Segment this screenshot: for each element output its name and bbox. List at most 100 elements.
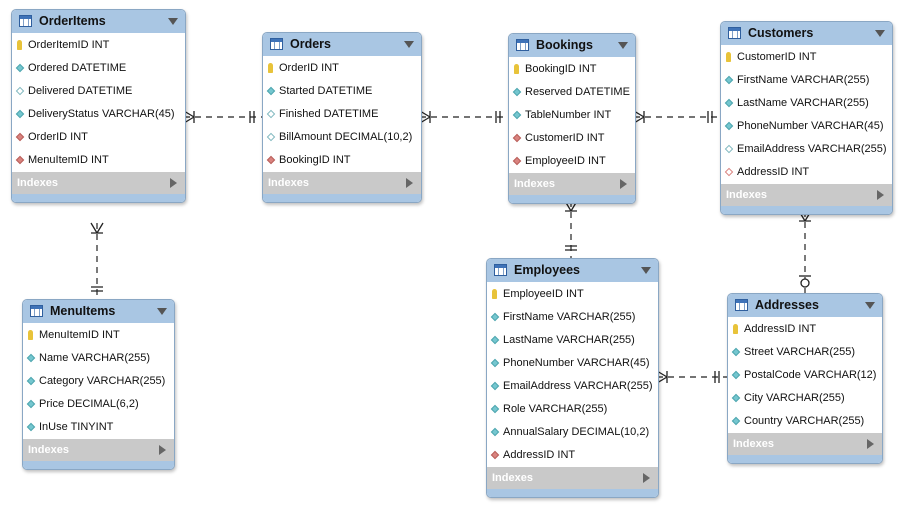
collapse-arrow-icon[interactable] [618, 42, 628, 49]
column-row[interactable]: PostalCode VARCHAR(12) [728, 364, 882, 387]
expand-arrow-icon[interactable] [406, 178, 413, 188]
collapse-arrow-icon[interactable] [641, 267, 651, 274]
column-row[interactable]: MenuItemID INT [23, 324, 174, 347]
indexes-section[interactable]: Indexes [721, 184, 892, 206]
table-icon [19, 15, 32, 27]
table-header[interactable]: Employees [487, 259, 658, 282]
column-row[interactable]: Reserved DATETIME [509, 81, 635, 104]
collapse-arrow-icon[interactable] [865, 302, 875, 309]
column-row[interactable]: Ordered DATETIME [12, 57, 185, 80]
column-row[interactable]: EmployeeID INT [487, 283, 658, 306]
column-row[interactable]: InUse TINYINT [23, 416, 174, 439]
column-row[interactable]: City VARCHAR(255) [728, 387, 882, 410]
indexes-section[interactable]: Indexes [12, 172, 185, 194]
column-label: TableNumber INT [525, 109, 612, 121]
column-row[interactable]: Country VARCHAR(255) [728, 410, 882, 433]
column-row[interactable]: Delivered DATETIME [12, 80, 185, 103]
column-row[interactable]: FirstName VARCHAR(255) [721, 69, 892, 92]
column-row[interactable]: PhoneNumber VARCHAR(45) [487, 352, 658, 375]
column-row[interactable]: FirstName VARCHAR(255) [487, 306, 658, 329]
indexes-label: Indexes [17, 177, 58, 189]
relationship-customers-addresses[interactable] [798, 210, 812, 293]
expand-arrow-icon[interactable] [170, 178, 177, 188]
column-label: EmailAddress VARCHAR(255) [503, 380, 653, 392]
column-row[interactable]: MenuItemID INT [12, 149, 185, 172]
indexes-section[interactable]: Indexes [509, 173, 635, 195]
expand-arrow-icon[interactable] [877, 190, 884, 200]
expand-arrow-icon[interactable] [867, 439, 874, 449]
table-header[interactable]: Addresses [728, 294, 882, 317]
column-row[interactable]: AddressID INT [487, 444, 658, 467]
column-row[interactable]: AnnualSalary DECIMAL(10,2) [487, 421, 658, 444]
column-row[interactable]: LastName VARCHAR(255) [721, 92, 892, 115]
column-row[interactable]: AddressID INT [721, 161, 892, 184]
column-row[interactable]: Finished DATETIME [263, 103, 421, 126]
expand-arrow-icon[interactable] [159, 445, 166, 455]
table-header[interactable]: Bookings [509, 34, 635, 57]
column-row[interactable]: PhoneNumber VARCHAR(45) [721, 115, 892, 138]
column-label: FirstName VARCHAR(255) [503, 311, 636, 323]
column-row[interactable]: Role VARCHAR(255) [487, 398, 658, 421]
relationship-bookings-customers[interactable] [633, 110, 720, 124]
column-label: LastName VARCHAR(255) [737, 97, 869, 109]
table-header[interactable]: MenuItems [23, 300, 174, 323]
indexes-label: Indexes [726, 189, 767, 201]
collapse-arrow-icon[interactable] [157, 308, 167, 315]
column-row[interactable]: CustomerID INT [509, 127, 635, 150]
collapse-arrow-icon[interactable] [875, 30, 885, 37]
column-label: AddressID INT [737, 166, 810, 178]
table-title: Orders [290, 37, 331, 51]
relationship-bookings-employees[interactable] [564, 200, 578, 258]
column-label: Delivered DATETIME [28, 85, 133, 97]
column-label: EmployeeID INT [525, 155, 606, 167]
column-label: OrderID INT [279, 62, 339, 74]
collapse-arrow-icon[interactable] [404, 41, 414, 48]
nullable-column-icon [266, 132, 276, 142]
column-row[interactable]: EmployeeID INT [509, 150, 635, 173]
column-row[interactable]: BillAmount DECIMAL(10,2) [263, 126, 421, 149]
expand-arrow-icon[interactable] [643, 473, 650, 483]
column-row[interactable]: Price DECIMAL(6,2) [23, 393, 174, 416]
table-header[interactable]: OrderItems [12, 10, 185, 33]
column-row[interactable]: TableNumber INT [509, 104, 635, 127]
column-row[interactable]: LastName VARCHAR(255) [487, 329, 658, 352]
relationship-orderitems-orders[interactable] [183, 110, 262, 124]
indexes-section[interactable]: Indexes [487, 467, 658, 489]
column-row[interactable]: EmailAddress VARCHAR(255) [721, 138, 892, 161]
column-row[interactable]: EmailAddress VARCHAR(255) [487, 375, 658, 398]
indexes-section[interactable]: Indexes [263, 172, 421, 194]
table-header[interactable]: Customers [721, 22, 892, 45]
foreign-key-icon [266, 155, 276, 165]
relationship-orderitems-menuitems[interactable] [90, 222, 104, 299]
relationship-employees-addresses[interactable] [656, 370, 727, 384]
indexes-section[interactable]: Indexes [23, 439, 174, 461]
table-header[interactable]: Orders [263, 33, 421, 56]
column-icon [15, 109, 25, 119]
column-row[interactable]: Name VARCHAR(255) [23, 347, 174, 370]
column-row[interactable]: CustomerID INT [721, 46, 892, 69]
relationship-orders-bookings[interactable] [419, 110, 508, 124]
expand-arrow-icon[interactable] [620, 179, 627, 189]
column-row[interactable]: OrderID INT [263, 57, 421, 80]
column-row[interactable]: OrderID INT [12, 126, 185, 149]
collapse-arrow-icon[interactable] [168, 18, 178, 25]
column-row[interactable]: OrderItemID INT [12, 34, 185, 57]
column-label: Ordered DATETIME [28, 62, 127, 74]
column-row[interactable]: BookingID INT [509, 58, 635, 81]
column-row[interactable]: BookingID INT [263, 149, 421, 172]
column-row[interactable]: Started DATETIME [263, 80, 421, 103]
indexes-section[interactable]: Indexes [728, 433, 882, 455]
column-row[interactable]: Street VARCHAR(255) [728, 341, 882, 364]
column-row[interactable]: AddressID INT [728, 318, 882, 341]
table-footer [12, 194, 185, 202]
column-row[interactable]: DeliveryStatus VARCHAR(45) [12, 103, 185, 126]
column-row[interactable]: Category VARCHAR(255) [23, 370, 174, 393]
